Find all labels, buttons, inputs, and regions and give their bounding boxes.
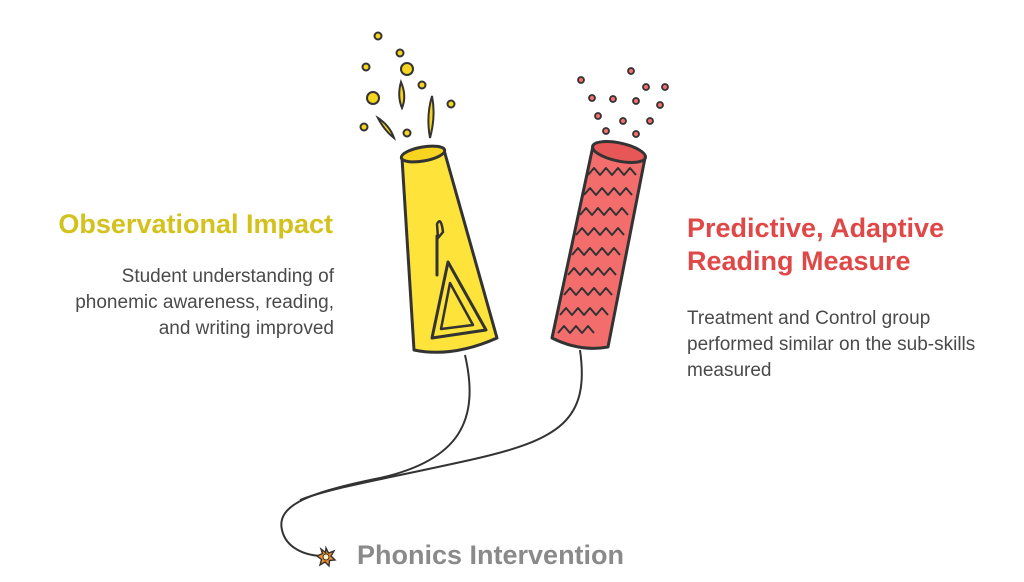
red-firecracker-icon — [550, 67, 669, 350]
fuse-line-left — [280, 354, 471, 557]
left-title: Observational Impact — [58, 209, 333, 239]
left-description: Student understanding of phonemic awaren… — [75, 266, 334, 339]
right-title: Predictive, Adaptive Reading Measure — [687, 213, 945, 276]
right-description: Treatment and Control group performed si… — [687, 308, 976, 381]
fuse-spark-icon — [315, 545, 337, 568]
fuse-line-right — [299, 349, 583, 501]
center-label: Phonics Intervention — [357, 540, 625, 570]
yellow-firecracker-icon — [359, 31, 499, 354]
